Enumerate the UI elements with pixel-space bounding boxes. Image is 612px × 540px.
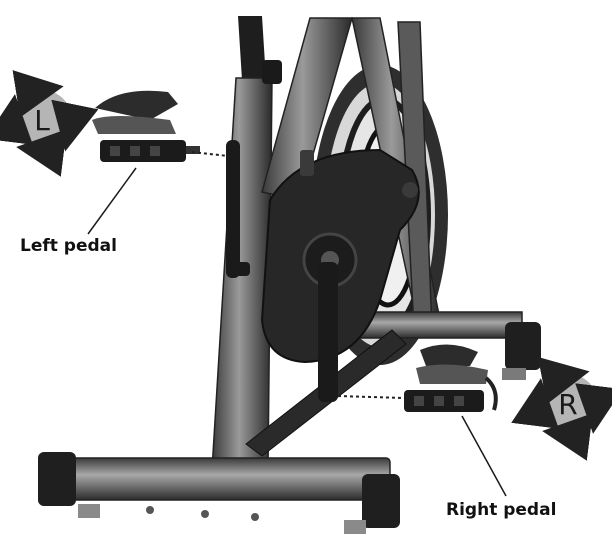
right-badge-letter: R [558, 388, 577, 421]
rotate-right-icon: R [511, 357, 612, 461]
rotate-left-icon: L [0, 70, 99, 177]
left-badge-letter: L [34, 104, 50, 137]
right-crank-arm [318, 262, 338, 402]
right-pedal-leader [461, 415, 507, 497]
right-pedal-label: Right pedal [446, 500, 557, 520]
left-crank-arm [226, 140, 250, 278]
left-pedal-leader [87, 167, 137, 235]
left-pedal-label: Left pedal [20, 236, 117, 256]
right-pedal [404, 344, 498, 412]
left-pedal [92, 90, 200, 162]
alignment-lines [191, 151, 405, 399]
front-stabilizer [38, 452, 400, 534]
